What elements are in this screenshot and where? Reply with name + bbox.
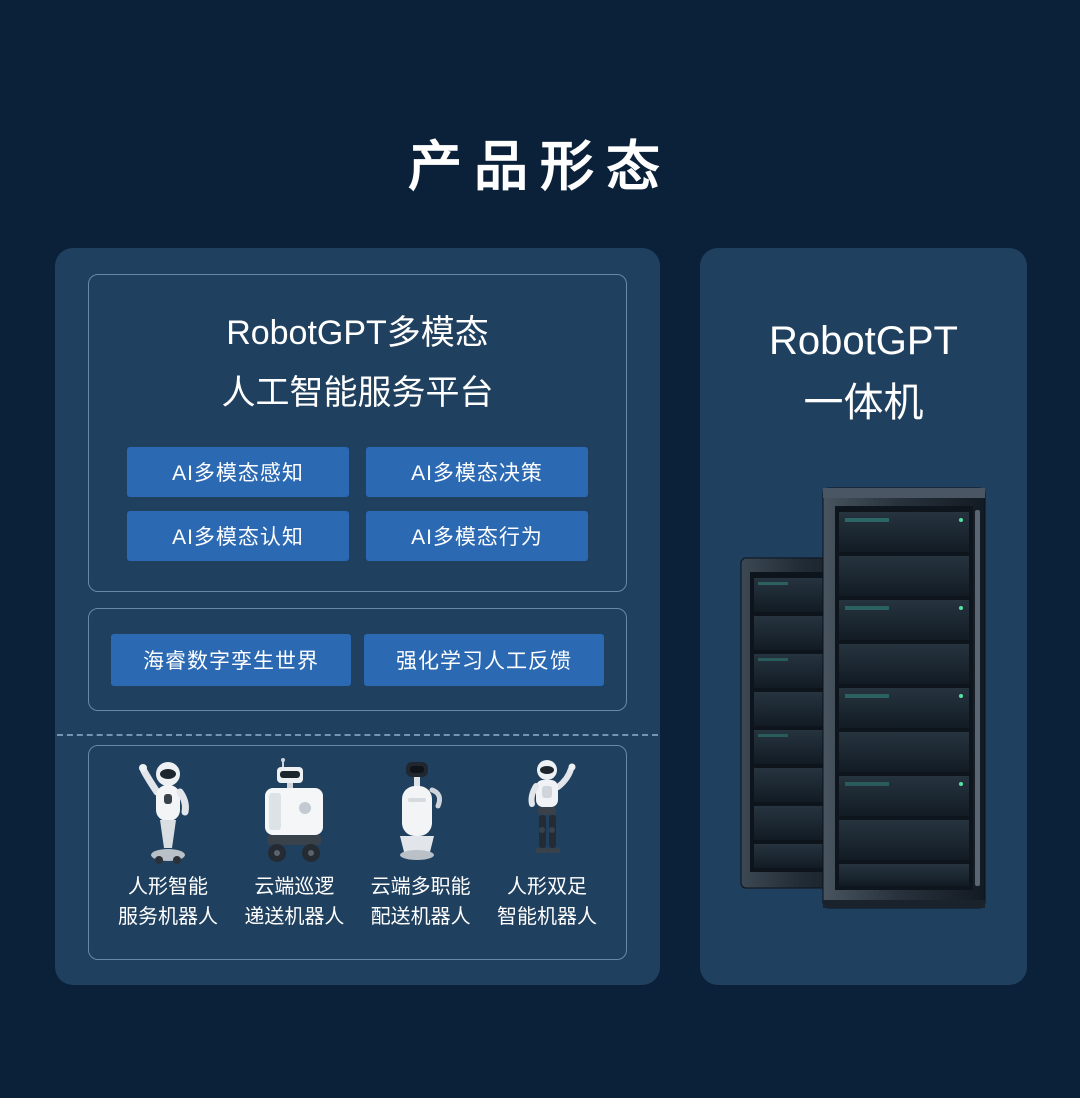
- all-in-one-panel: RobotGPT 一体机: [700, 248, 1027, 985]
- platform-title: RobotGPT多模态 人工智能服务平台: [89, 303, 626, 423]
- all-in-one-title-line1: RobotGPT: [769, 319, 958, 363]
- all-in-one-title: RobotGPT 一体机: [700, 310, 1027, 434]
- multifunction-delivery-robot-icon: [399, 762, 442, 860]
- platform-panel: RobotGPT多模态 人工智能服务平台 AI多模态感知 AI多模态决策 AI多…: [55, 248, 660, 985]
- middle-box: 海睿数字孪生世界 强化学习人工反馈: [88, 608, 627, 711]
- module-behavior: AI多模态行为: [366, 511, 588, 561]
- robot-label: 人形双足 智能机器人: [496, 876, 597, 928]
- dashed-divider: [57, 734, 658, 736]
- module-decision: AI多模态决策: [366, 447, 588, 497]
- robot-label: 云端巡逻 递送机器人: [244, 876, 345, 928]
- digital-twin-item: 海睿数字孪生世界: [111, 633, 351, 686]
- humanoid-service-robot-icon: [139, 762, 189, 864]
- robot-item-multifunction-delivery: 云端多职能 配送机器人: [358, 758, 484, 932]
- module-perception: AI多模态感知: [127, 447, 349, 497]
- robot-item-biped-humanoid: 人形双足 智能机器人: [484, 758, 610, 932]
- module-cognition: AI多模态认知: [127, 511, 349, 561]
- robot-label: 人形智能 服务机器人: [118, 876, 218, 928]
- patrol-delivery-robot-icon: [265, 758, 324, 862]
- biped-humanoid-robot-icon: [528, 760, 576, 853]
- server-rack-icon: [740, 487, 986, 909]
- robot-item-patrol-delivery: 云端巡逻 递送机器人: [231, 758, 357, 932]
- modules-grid: AI多模态感知 AI多模态决策 AI多模态认知 AI多模态行为: [89, 447, 626, 561]
- robot-label: 云端多职能 配送机器人: [370, 876, 471, 928]
- robots-box: 人形智能 服务机器人: [88, 745, 627, 960]
- platform-title-line2: 人工智能服务平台: [221, 374, 494, 412]
- page-title: 产品形态: [408, 137, 672, 197]
- bottom-strip: [0, 1098, 1080, 1106]
- platform-title-line1: RobotGPT多模态: [226, 314, 489, 352]
- rlhf-item: 强化学习人工反馈: [364, 633, 604, 686]
- platform-box: RobotGPT多模态 人工智能服务平台 AI多模态感知 AI多模态决策 AI多…: [88, 274, 627, 592]
- robot-item-humanoid-service: 人形智能 服务机器人: [105, 758, 231, 932]
- all-in-one-title-line2: 一体机: [803, 381, 924, 425]
